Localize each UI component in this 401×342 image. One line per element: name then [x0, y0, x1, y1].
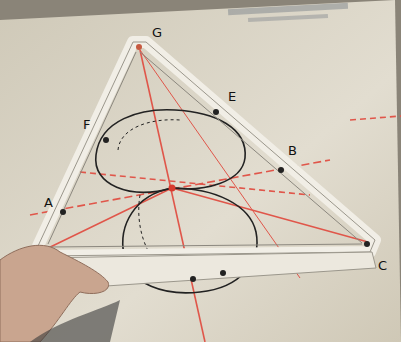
red-lines	[30, 50, 401, 342]
point-letter: E	[228, 90, 236, 103]
shadow	[30, 300, 120, 342]
linkage-bars	[38, 42, 376, 290]
point-letter: A	[44, 196, 53, 209]
pivot-dot	[169, 185, 176, 192]
joint-pins	[60, 44, 370, 282]
point-letter: G	[152, 26, 162, 39]
point-letter: B	[288, 144, 297, 157]
point-letter: F	[83, 118, 90, 131]
point-letter: C	[378, 259, 387, 272]
sheet-heading	[228, 3, 348, 15]
sheet-subheading	[248, 14, 328, 22]
